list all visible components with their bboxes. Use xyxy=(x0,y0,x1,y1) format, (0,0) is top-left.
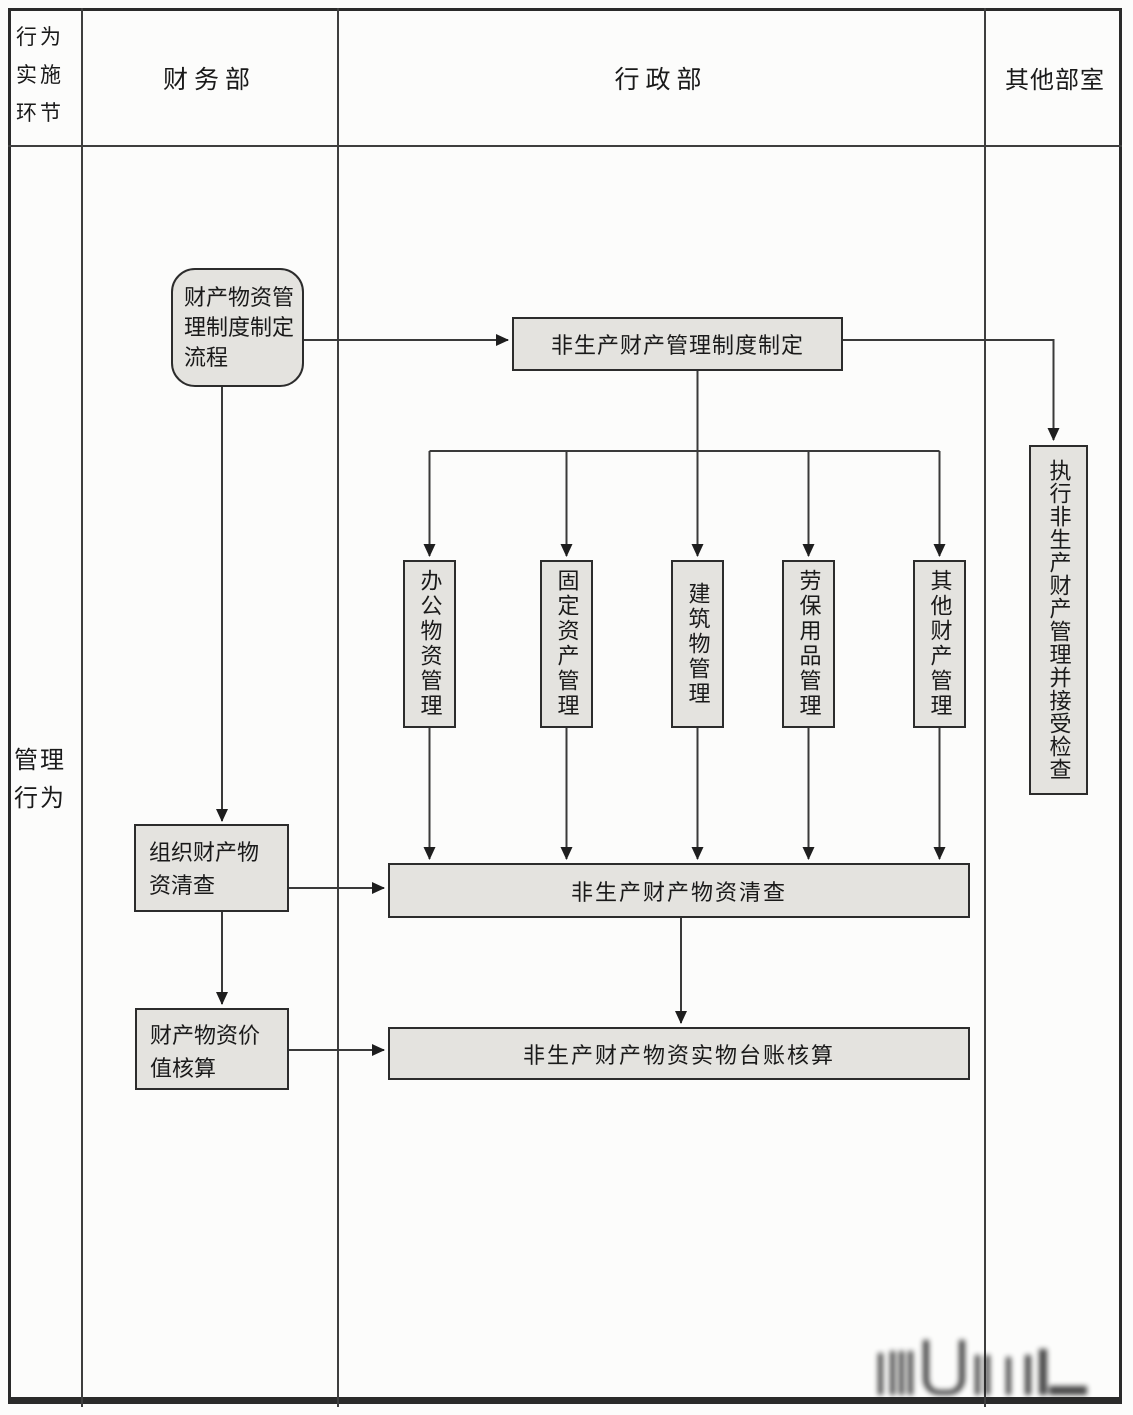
node-buildings-mgmt: 建筑物管理 xyxy=(671,560,724,728)
stage-column-header: 行为实施环节 xyxy=(16,25,64,125)
node-other-property-mgmt: 其他财产管理 xyxy=(913,560,966,728)
node-fixed-assets-mgmt: 固定资产管理 xyxy=(540,560,593,728)
node-execute-and-accept-inspection: 执行非生产财产管理并接受检查 xyxy=(1029,445,1088,795)
column-divider-2 xyxy=(337,8,339,1407)
node-labor-protection-mgmt: 劳保用品管理 xyxy=(782,560,835,728)
lane-header-finance: 财务部 xyxy=(162,67,256,94)
header-row-divider xyxy=(8,145,1122,147)
lane-header-other-depts: 其他部室 xyxy=(1005,68,1105,94)
column-divider-1 xyxy=(81,8,83,1407)
node-nonproduction-policy-setting: 非生产财产管理制度制定 xyxy=(512,317,843,371)
lane-header-admin: 行政部 xyxy=(614,67,708,94)
node-office-supplies-mgmt: 办公物资管理 xyxy=(403,560,456,728)
node-start-property-policy-process: 财产物资管理制度制定流程 xyxy=(171,268,304,387)
row-label-management-action: 管理行为 xyxy=(14,748,66,812)
node-nonproduction-property-check: 非生产财产物资清查 xyxy=(388,863,970,918)
table-outer-border xyxy=(8,8,1122,1404)
column-divider-3 xyxy=(984,8,986,1407)
node-physical-ledger-accounting: 非生产财产物资实物台账核算 xyxy=(388,1027,970,1080)
node-property-value-accounting: 财产物资价值核算 xyxy=(135,1008,289,1090)
watermark-smudge xyxy=(878,1337,1114,1395)
node-organize-property-check: 组织财产物资清查 xyxy=(134,824,289,912)
